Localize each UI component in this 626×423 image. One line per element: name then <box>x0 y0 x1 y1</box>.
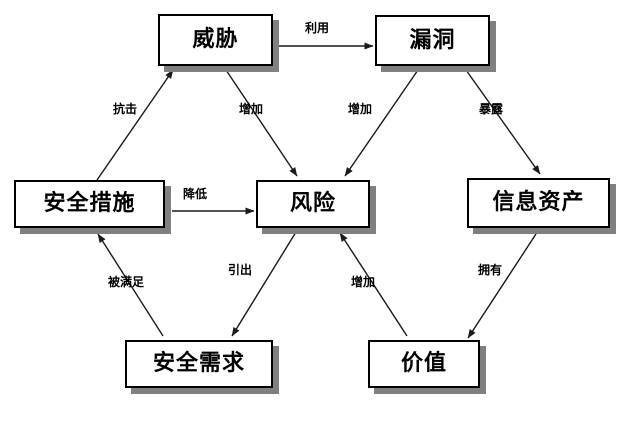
node-label-threat: 威胁 <box>192 27 239 52</box>
node-label-risk: 风险 <box>289 191 336 216</box>
node-label-asset: 信息资产 <box>492 190 585 215</box>
edge-threat-increases-risk <box>225 69 298 177</box>
node-label-need: 安全需求 <box>152 351 245 376</box>
node-vuln[interactable]: 漏洞 <box>375 15 490 66</box>
edge-label-measure-reduces-risk: 降低 <box>183 187 208 201</box>
edge-value-increases-risk <box>339 232 408 337</box>
edge-label-risk-elicits-need: 引出 <box>228 263 253 277</box>
node-measure[interactable]: 安全措施 <box>14 180 165 228</box>
edge-vuln-exposes-asset <box>465 69 541 175</box>
edge-label-threat-increases-risk: 增加 <box>239 102 264 116</box>
edge-label-measure-counters-threat: 抗击 <box>113 102 138 116</box>
node-value[interactable]: 价值 <box>368 340 480 388</box>
node-label-value: 价值 <box>400 351 447 376</box>
edge-label-vuln-increases-risk: 增加 <box>348 102 373 116</box>
edge-vuln-increases-risk <box>344 69 419 177</box>
node-label-measure: 安全措施 <box>43 191 136 216</box>
edge-label-vuln-exposes-asset: 暴露 <box>479 102 504 116</box>
node-asset[interactable]: 信息资产 <box>467 178 610 228</box>
edge-measure-counters-threat <box>96 69 174 181</box>
node-label-vuln: 漏洞 <box>409 27 456 53</box>
edge-need-satisfied-by-measure <box>97 233 164 337</box>
edge-label-need-satisfied-by-measure: 被满足 <box>108 275 145 289</box>
edge-label-value-increases-risk: 增加 <box>351 275 376 289</box>
edge-risk-elicits-need <box>231 231 297 337</box>
edge-asset-has-value <box>467 233 537 339</box>
edge-label-asset-has-value: 拥有 <box>478 263 503 277</box>
node-need[interactable]: 安全需求 <box>125 340 273 388</box>
edge-label-threat-exploits-vuln: 利用 <box>305 21 330 35</box>
node-risk[interactable]: 风险 <box>256 180 370 228</box>
node-threat[interactable]: 威胁 <box>158 14 273 66</box>
